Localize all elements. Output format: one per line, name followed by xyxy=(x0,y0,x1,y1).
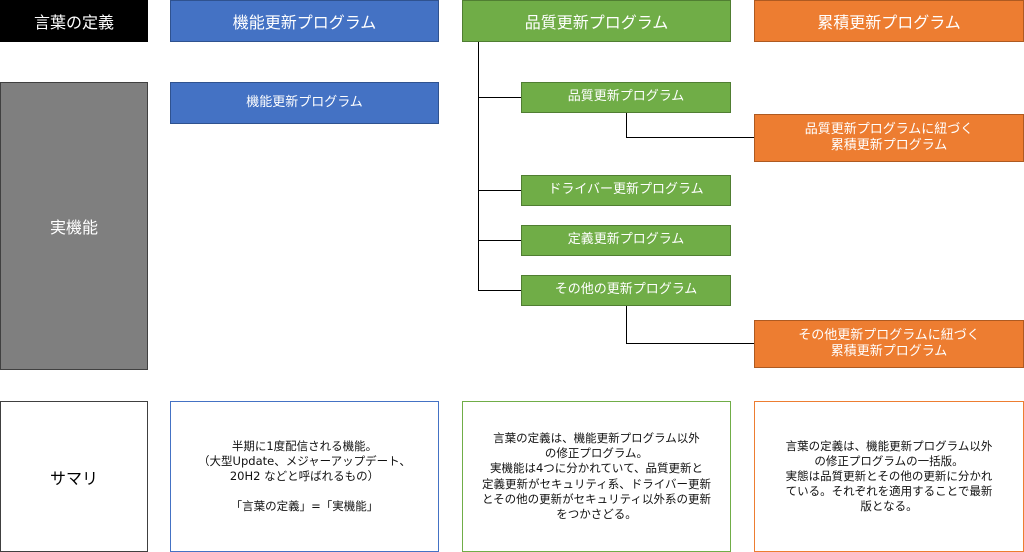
tree-trunk-line xyxy=(478,42,479,291)
quality-cumulative-h-line xyxy=(626,137,755,138)
header-cumulative-update: 累積更新プログラム xyxy=(754,0,1024,42)
actual-other-update: その他の更新プログラム xyxy=(521,275,731,306)
header-term: 言葉の定義 xyxy=(0,0,148,42)
summary-quality: 言葉の定義は、機能更新プログラム以外 の修正プログラム。 実機能は4つに分かれて… xyxy=(462,401,731,552)
branch-quality-line xyxy=(478,97,521,98)
branch-driver-line xyxy=(478,190,521,191)
header-quality-update: 品質更新プログラム xyxy=(462,0,731,42)
row-label-actual: 実機能 xyxy=(0,82,148,370)
summary-cumulative: 言葉の定義は、機能更新プログラム以外 の修正プログラムの一括版。 実態は品質更新… xyxy=(754,401,1024,552)
header-feature-update: 機能更新プログラム xyxy=(170,0,439,42)
branch-definition-line xyxy=(478,240,521,241)
quality-cumulative-v-line xyxy=(626,112,627,138)
row-label-summary: サマリ xyxy=(0,401,148,552)
actual-definition-update: 定義更新プログラム xyxy=(521,225,731,256)
actual-other-cumulative: その他更新プログラムに紐づく 累積更新プログラム xyxy=(754,320,1024,368)
actual-driver-update: ドライバー更新プログラム xyxy=(521,175,731,206)
actual-feature-update: 機能更新プログラム xyxy=(170,82,439,124)
other-cumulative-h-line xyxy=(626,343,755,344)
summary-feature: 半期に1度配信される機能。 （大型Update、メジャーアップデート、 20H2… xyxy=(170,401,439,552)
actual-quality-update: 品質更新プログラム xyxy=(521,82,731,113)
actual-quality-cumulative: 品質更新プログラムに紐づく 累積更新プログラム xyxy=(754,114,1024,162)
branch-other-line xyxy=(478,290,521,291)
other-cumulative-v-line xyxy=(626,305,627,344)
